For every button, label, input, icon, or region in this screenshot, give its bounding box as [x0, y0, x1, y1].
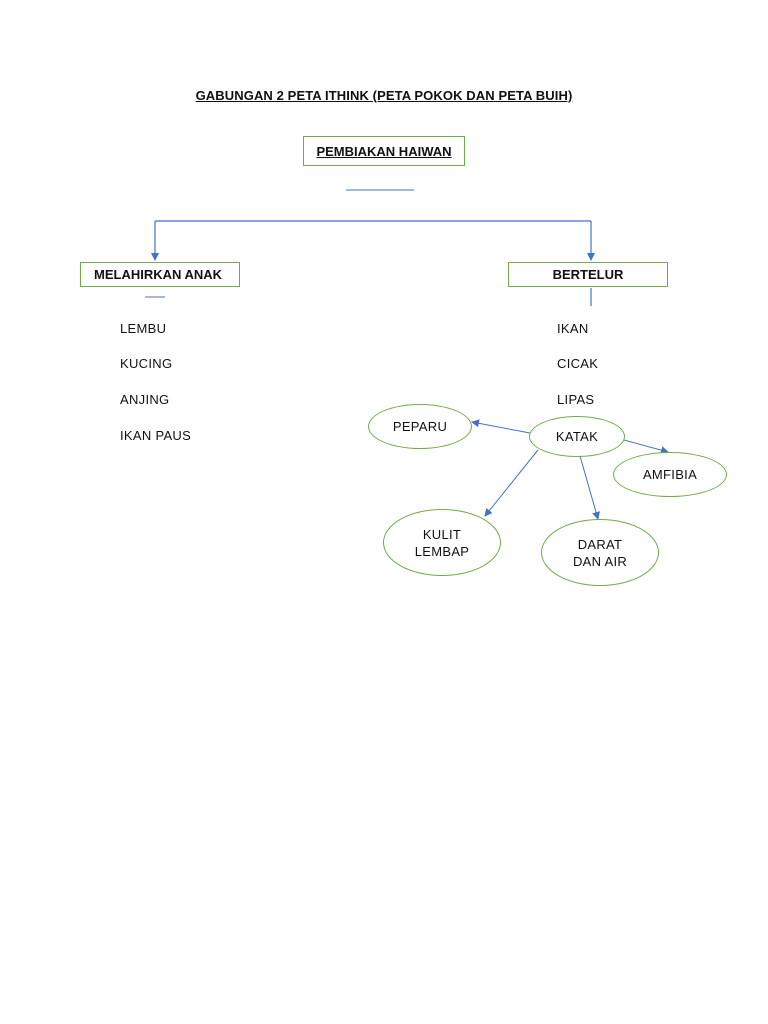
list-item: IKAN PAUS: [120, 428, 192, 443]
bubble-darat-dan-air: DARAT DAN AIR: [541, 519, 659, 586]
bubble-center-katak: KATAK: [529, 416, 625, 457]
list-item: LEMBU: [120, 321, 167, 336]
bubble-label: PEPARU: [392, 419, 448, 434]
branch-box-bertelur: BERTELUR: [508, 262, 668, 287]
list-item: ANJING: [120, 392, 170, 407]
bubble-label-line2: DAN AIR: [572, 553, 628, 569]
list-item: CICAK: [557, 356, 599, 371]
arrow-katak-amfibia: [623, 439, 669, 455]
bubble-center-label: KATAK: [555, 429, 599, 444]
bubble-kulit-lembap: KULIT LEMBAP: [383, 509, 501, 576]
arrow-katak-peparu: [471, 419, 531, 434]
bubble-label: AMFIBIA: [642, 467, 698, 482]
branch-label: BERTELUR: [552, 267, 624, 282]
bubble-label-line1: DARAT: [577, 536, 623, 552]
page-title: GABUNGAN 2 PETA ITHINK (PETA POKOK DAN P…: [195, 88, 573, 103]
root-box-pembiakan-haiwan: PEMBIAKAN HAIWAN: [303, 136, 465, 166]
arrow-katak-darat: [579, 455, 600, 520]
arrow-katak-kulit: [484, 449, 539, 517]
bubble-peparu: PEPARU: [368, 404, 472, 449]
bubble-amfibia: AMFIBIA: [613, 452, 727, 497]
branch-box-melahirkan-anak: MELAHIRKAN ANAK: [80, 262, 240, 287]
list-item: IKAN: [557, 321, 589, 336]
bubble-label-line2: LEMBAP: [414, 543, 470, 559]
root-label: PEMBIAKAN HAIWAN: [316, 143, 452, 159]
list-item: LIPAS: [557, 392, 595, 407]
list-item: KUCING: [120, 356, 173, 371]
bubble-label-line1: KULIT: [422, 526, 462, 542]
branch-label: MELAHIRKAN ANAK: [94, 267, 223, 282]
